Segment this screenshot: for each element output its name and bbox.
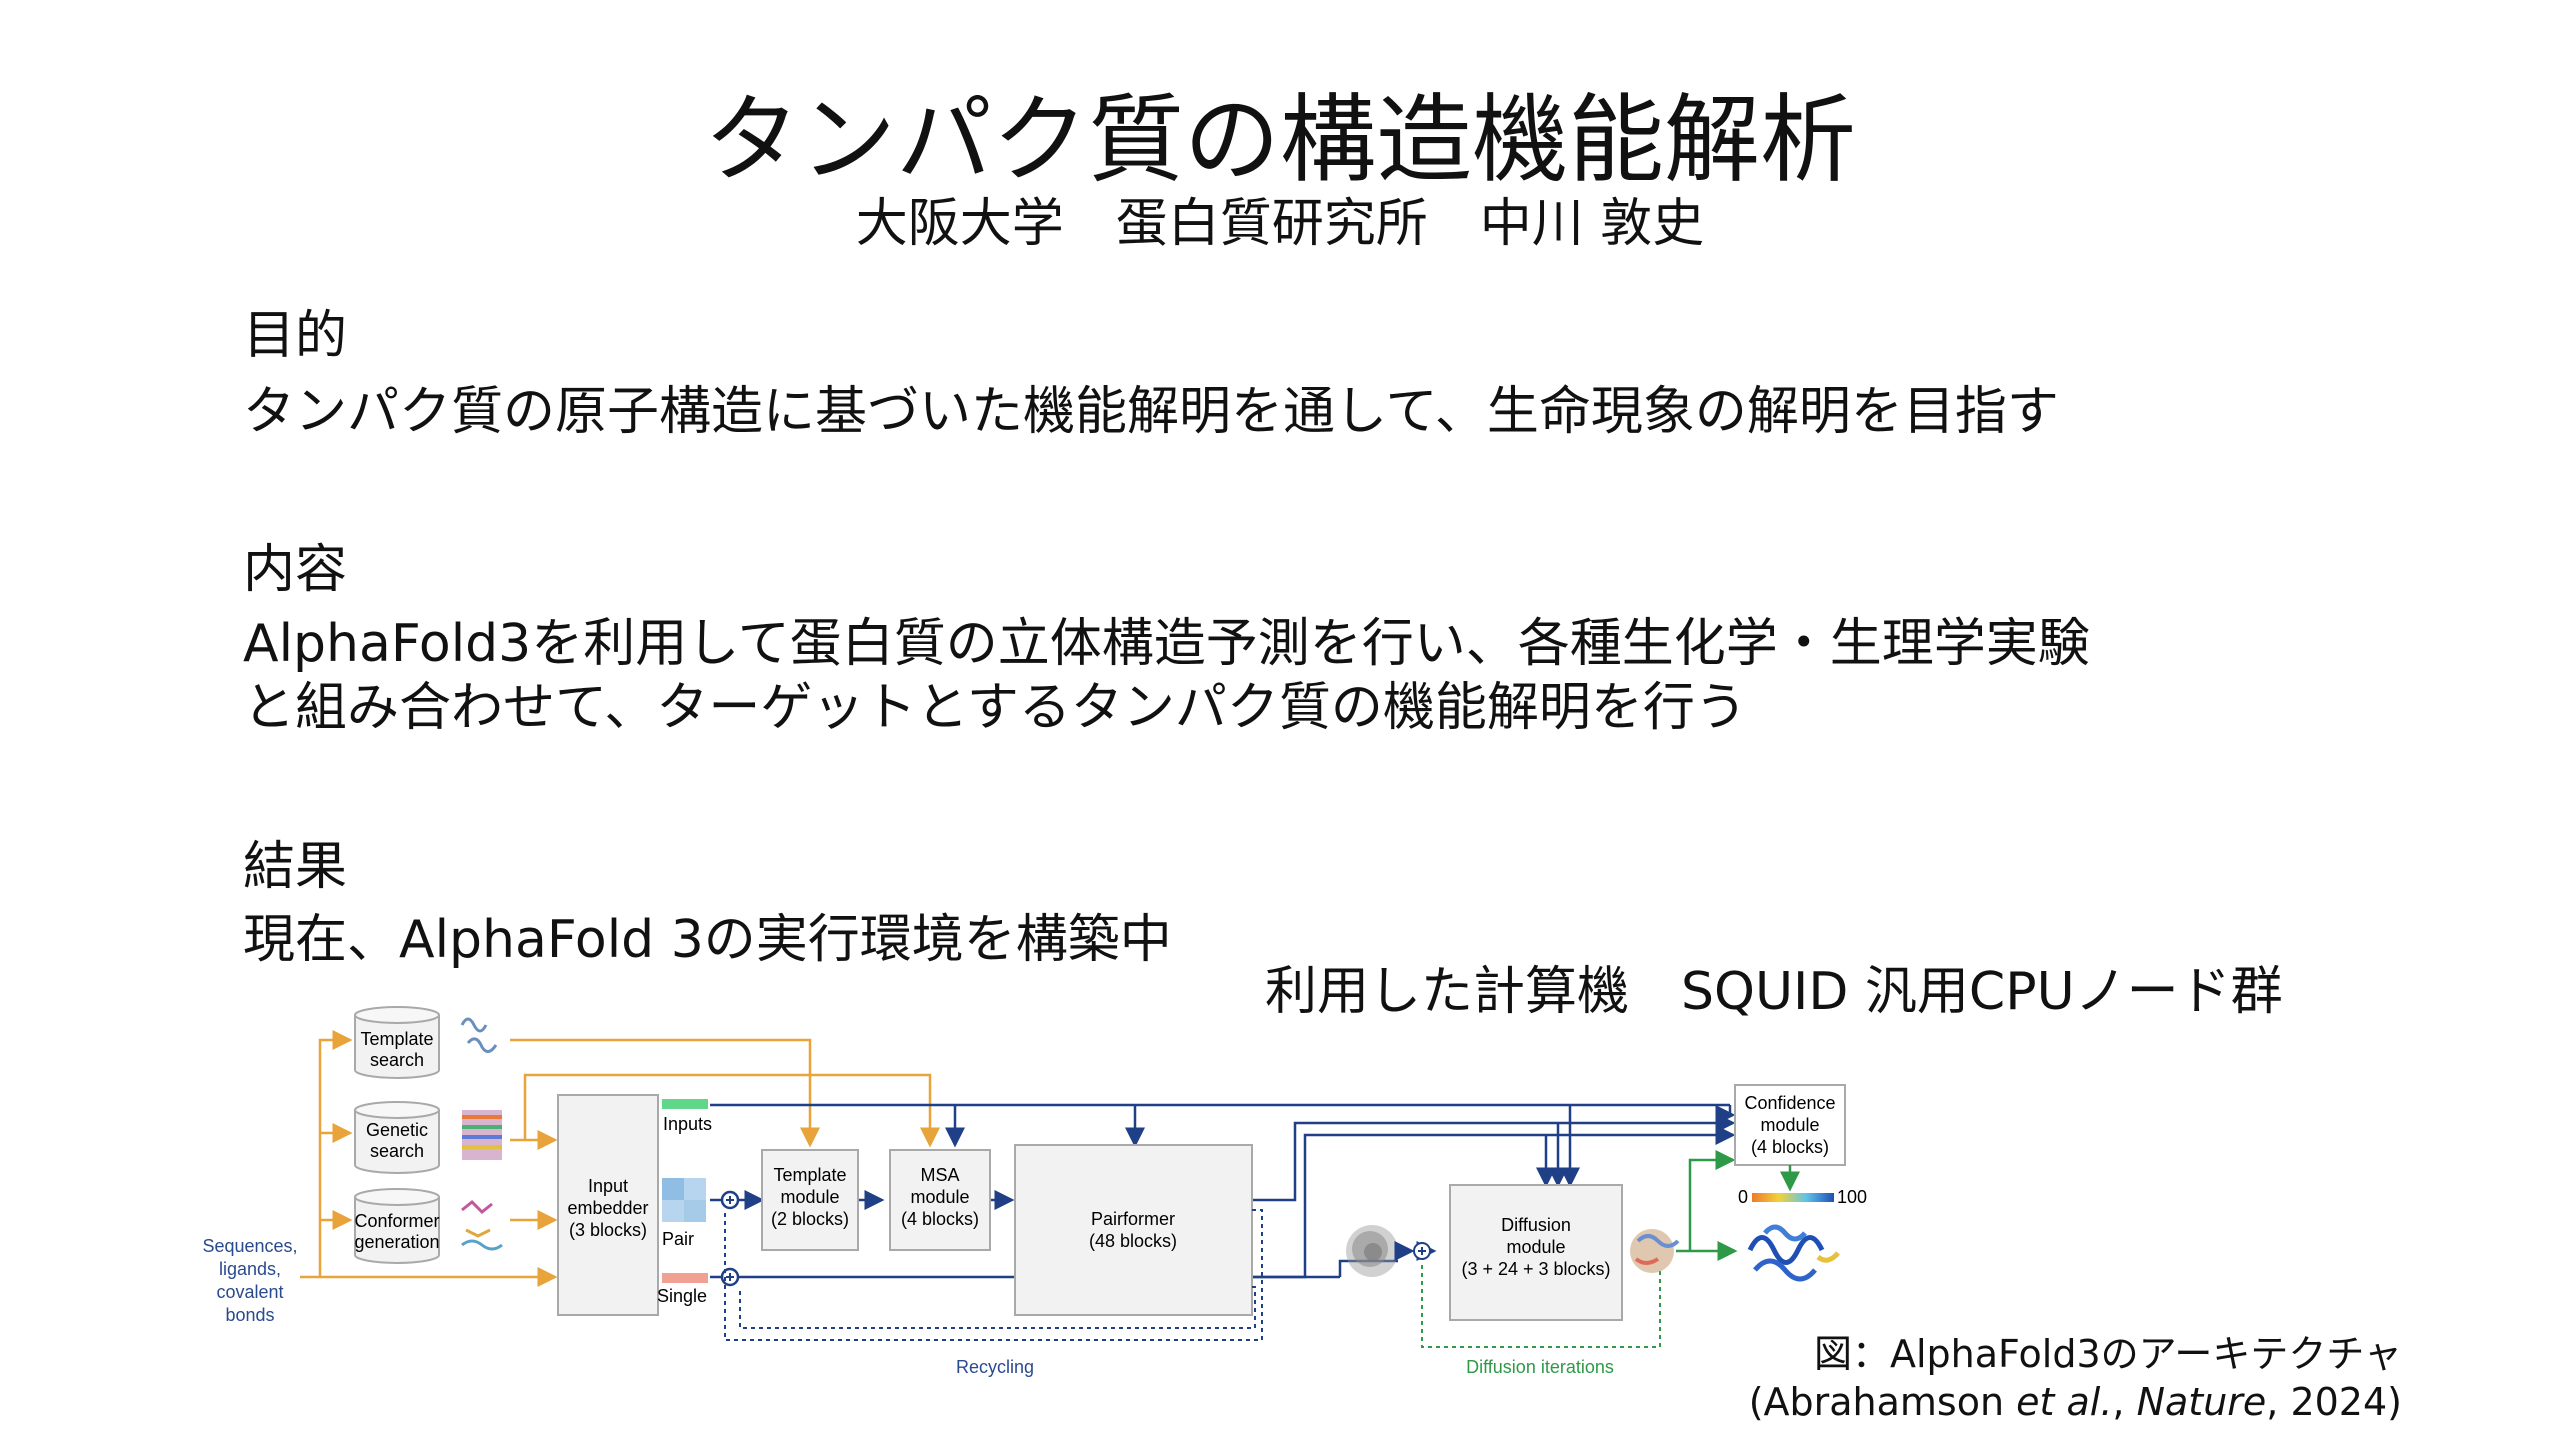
purpose-text: タンパク質の原子構造に基づいた機能解明を通して、生命現象の解明を目指す <box>243 382 2059 442</box>
svg-text:MSA: MSA <box>920 1165 959 1185</box>
svg-text:module: module <box>1760 1115 1819 1135</box>
svg-text:ligands,: ligands, <box>219 1259 281 1279</box>
diffusion-iterations-loop <box>1421 1261 1661 1348</box>
msa-alignment-icon <box>462 1110 502 1160</box>
pair-label: Pair <box>662 1229 694 1249</box>
input-embedder-box: Input embedder (3 blocks) <box>557 1094 659 1316</box>
inputs-label: Inputs <box>663 1114 712 1134</box>
svg-text:bonds: bonds <box>225 1305 274 1325</box>
predicted-structure-icon <box>1747 1224 1840 1282</box>
svg-text:(2 blocks): (2 blocks) <box>771 1209 849 1229</box>
genetic-search-db: Genetic search <box>354 1101 440 1174</box>
content-text-line1: AlphaFold3を利用して蛋白質の立体構造予測を行い、各種生化学・生理学実験 <box>243 614 2090 674</box>
heading-content: 内容 <box>243 540 348 600</box>
single-feature-bar <box>662 1273 708 1283</box>
svg-text:Template: Template <box>773 1165 846 1185</box>
figure-caption-line1: 図：AlphaFold3のアーキテクチャ <box>1814 1332 2402 1376</box>
conformer-molecule-icon <box>461 1199 503 1251</box>
intermediate-structure-icon <box>1630 1229 1680 1273</box>
figure-caption-line2: (Abrahamson et al., Nature, 2024) <box>1748 1380 2402 1424</box>
svg-text:Template: Template <box>360 1029 433 1049</box>
template-search-db: Template search <box>354 1006 440 1079</box>
svg-text:100: 100 <box>1837 1187 1867 1207</box>
svg-text:(4 blocks): (4 blocks) <box>901 1209 979 1229</box>
svg-text:Sequences,: Sequences, <box>202 1236 297 1256</box>
svg-text:search: search <box>370 1141 424 1161</box>
svg-text:search: search <box>370 1050 424 1070</box>
result-text: 現在、AlphaFold 3の実行環境を構築中 <box>243 910 1172 970</box>
svg-text:Pairformer: Pairformer <box>1091 1209 1175 1229</box>
pairformer-box: Pairformer (48 blocks) <box>1014 1144 1253 1316</box>
svg-text:(48 blocks): (48 blocks) <box>1089 1231 1177 1251</box>
diffusion-iterations-label: Diffusion iterations <box>1466 1357 1614 1377</box>
pair-representation-icon <box>662 1178 706 1222</box>
svg-text:covalent: covalent <box>216 1282 283 1302</box>
inputs-feature-bar <box>662 1099 708 1109</box>
svg-text:Confidence: Confidence <box>1744 1093 1835 1113</box>
svg-text:module: module <box>780 1187 839 1207</box>
svg-text:module: module <box>910 1187 969 1207</box>
recycling-loop <box>724 1209 1263 1341</box>
alphafold3-architecture-diagram: Sequences, ligands, covalent bonds Templ… <box>202 1006 1867 1377</box>
conformer-generation-db: Conformer generation <box>354 1188 440 1264</box>
confidence-color-scale: 0 100 <box>1738 1187 1867 1207</box>
affiliation: 大阪大学 蛋白質研究所 中川 敦史 <box>855 194 1705 254</box>
slide-title: タンパク質の構造機能解析 <box>704 84 1856 196</box>
svg-text:(4 blocks): (4 blocks) <box>1751 1137 1829 1157</box>
single-label: Single <box>657 1286 707 1306</box>
svg-text:Input: Input <box>588 1176 628 1196</box>
recycling-label: Recycling <box>956 1357 1034 1377</box>
svg-text:generation: generation <box>354 1232 439 1252</box>
heading-result: 結果 <box>243 837 348 897</box>
svg-text:embedder: embedder <box>567 1198 648 1218</box>
input-label: Sequences, ligands, covalent bonds <box>202 1236 297 1325</box>
msa-module-box: MSA module (4 blocks) <box>889 1149 991 1251</box>
computer-info: 利用した計算機 SQUID 汎用CPUノード群 <box>1265 962 2283 1022</box>
template-module-box: Template module (2 blocks) <box>761 1149 859 1251</box>
noise-cloud-icon <box>1346 1225 1398 1277</box>
svg-text:Conformer: Conformer <box>354 1211 439 1231</box>
diffusion-module-box: Diffusion module (3 + 24 + 3 blocks) <box>1449 1184 1623 1321</box>
svg-text:0: 0 <box>1738 1187 1748 1207</box>
svg-text:(3 + 24 + 3 blocks): (3 + 24 + 3 blocks) <box>1461 1259 1610 1279</box>
heading-purpose: 目的 <box>243 306 348 366</box>
svg-text:Genetic: Genetic <box>366 1120 428 1140</box>
svg-text:module: module <box>1506 1237 1565 1257</box>
template-structure-icon <box>460 1017 498 1053</box>
svg-text:(3 blocks): (3 blocks) <box>569 1220 647 1240</box>
svg-text:Diffusion: Diffusion <box>1501 1215 1571 1235</box>
content-text-line2: と組み合わせて、ターゲットとするタンパク質の機能解明を行う <box>243 678 1747 738</box>
confidence-module-box: Confidence module (4 blocks) <box>1734 1084 1846 1166</box>
